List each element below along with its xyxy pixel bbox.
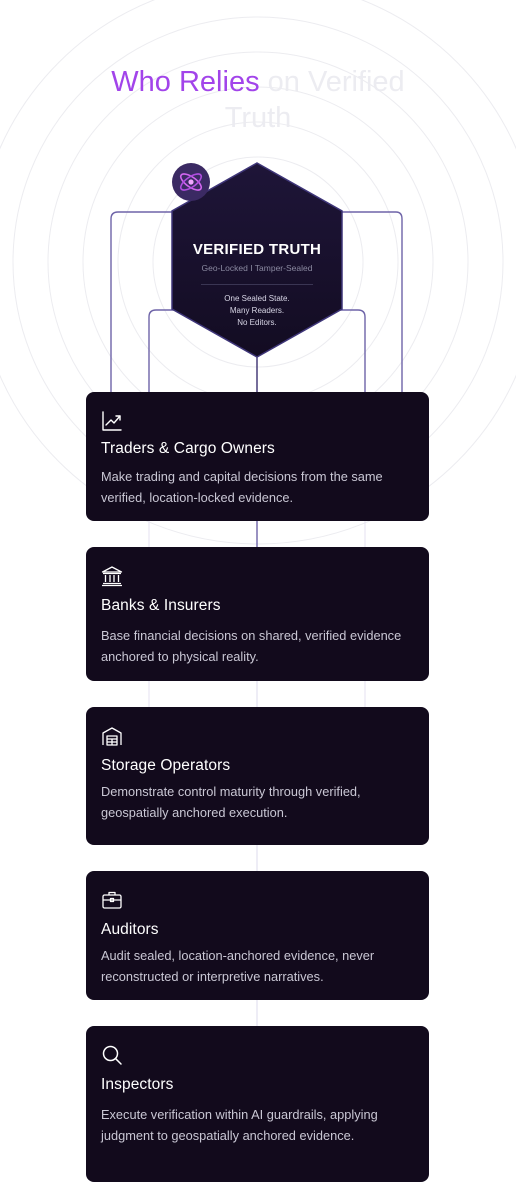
hub-tagline-line: One Sealed State.	[224, 294, 290, 303]
warehouse-icon	[102, 727, 122, 746]
card-traders-cargo-owners: Traders & Cargo Owners Make trading and …	[86, 392, 429, 521]
bank-icon	[101, 566, 123, 587]
hex-shape	[171, 162, 343, 358]
card-title: Storage Operators	[101, 757, 231, 774]
trending-chart-icon	[102, 411, 122, 431]
card-description: Demonstrate control maturity through ver…	[101, 784, 361, 820]
card-banks-insurers: Banks & Insurers Base financial decision…	[86, 547, 429, 681]
hub-title: VERIFIED TRUTH	[192, 241, 322, 258]
page-title-rest: on Verified	[267, 66, 405, 98]
card-title: Traders & Cargo Owners	[101, 440, 275, 457]
page-title-highlight: Who Relies	[111, 66, 260, 98]
card-title: Inspectors	[101, 1076, 174, 1093]
orbit-atom-icon	[172, 163, 210, 201]
card-title: Auditors	[101, 921, 159, 938]
card-auditors: Auditors Audit sealed, location-anchored…	[86, 871, 429, 1000]
hub-subtitle: Geo-Locked I Tamper-Sealed	[201, 263, 313, 273]
search-icon	[102, 1045, 122, 1065]
hub-tagline: One Sealed State. Many Readers. No Edito…	[171, 293, 343, 329]
page-title-line2: Truth	[224, 102, 292, 134]
card-description: Make trading and capital decisions from …	[101, 469, 383, 505]
hub-tagline-line: Many Readers.	[229, 306, 285, 315]
hub-tagline-line: No Editors.	[237, 318, 277, 327]
card-inspectors: Inspectors Execute verification within A…	[86, 1026, 429, 1182]
card-description: Base financial decisions on shared, veri…	[101, 628, 402, 664]
card-description: Execute verification within AI guardrail…	[101, 1107, 378, 1143]
card-title: Banks & Insurers	[101, 597, 221, 614]
briefcase-icon	[102, 891, 122, 909]
verified-truth-hub: VERIFIED TRUTH Geo-Locked I Tamper-Seale…	[171, 162, 343, 358]
card-description: Audit sealed, location-anchored evidence…	[101, 948, 375, 984]
hub-divider	[201, 284, 313, 285]
card-storage-operators: Storage Operators Demonstrate control ma…	[86, 707, 429, 845]
page-title: Who Relies on Verified Truth	[0, 64, 516, 136]
